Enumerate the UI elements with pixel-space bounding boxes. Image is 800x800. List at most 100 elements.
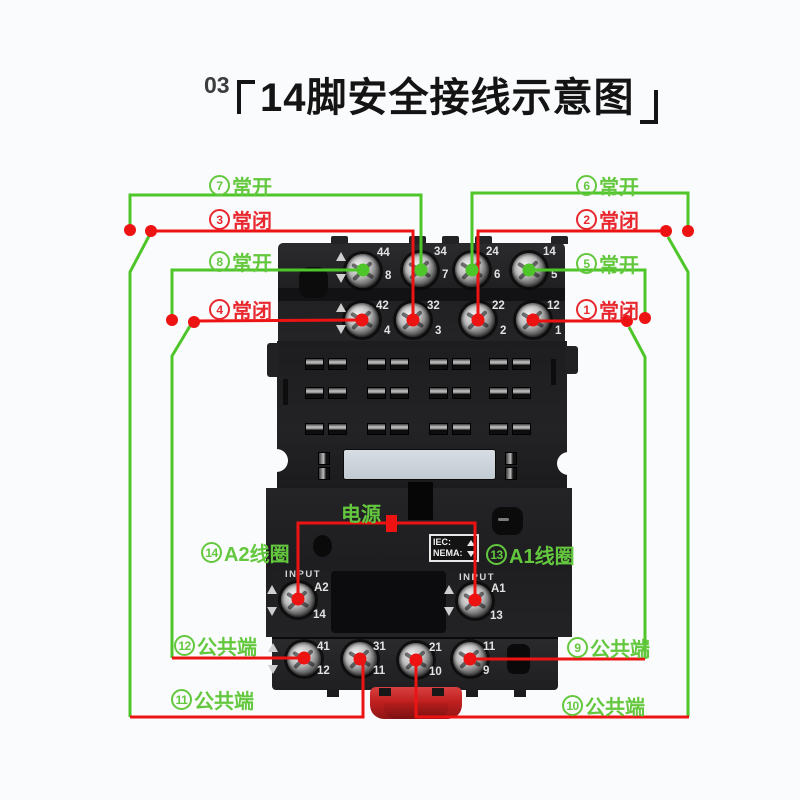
terminal-12-1: 12 1 [516,300,561,337]
arrow-up-icon [267,585,277,594]
terminal-24-6: 24 6 [455,246,500,287]
foot-tab [466,690,478,697]
terminal-11-9: 11 9 [453,641,495,677]
callout-text: 公共端 [197,637,257,659]
terminal-number: 11 [483,641,496,653]
wire-no5-common [627,326,647,659]
pin-slot-pair [489,358,531,370]
terminal-32-3: 32 3 [396,300,441,337]
terminal-a1: A1 13 [458,583,506,622]
contact-dot [188,316,200,328]
callout-text: 常开 [232,177,272,199]
callout-text: 常闭 [599,211,639,233]
terminal-number: 12 [317,665,330,677]
callout-com9: 9 公共端 [567,633,650,662]
contact-dot [145,225,157,237]
socket-hole [507,644,530,674]
nema-label: NEMA: [433,548,463,558]
terminal-21-10: 21 10 [399,642,442,678]
arrow-up-icon [268,643,278,652]
callout-com12: 12 公共端 [174,631,257,660]
terminal-number: 42 [376,300,389,312]
socket-mid-block [267,341,578,488]
socket-slot [408,482,433,520]
contact-dot [124,224,136,236]
callout-text: 公共端 [585,697,645,719]
screw-icon [346,254,380,288]
pin-slot-pair [367,423,409,435]
circled-number: 11 [171,689,192,710]
terminal-42-4: 42 4 [345,300,390,337]
iec-label: IEC: [433,537,451,547]
callout-no5: 5 常开 [576,249,639,278]
terminal-number: 11 [373,665,386,677]
callout-text: A1线圈 [509,546,575,568]
pin-slot-pair [429,387,471,399]
terminal-number: A1 [491,583,506,595]
circled-number: 1 [576,299,597,320]
terminal-41-12: 41 12 [287,641,330,677]
circled-number: 9 [567,637,588,658]
pin-slot-pair [367,358,409,370]
arrow-up-icon [336,303,346,312]
circled-number: 3 [209,209,230,230]
foot-tab [514,690,526,697]
contact-dot [166,314,178,326]
circled-number: 6 [576,175,597,196]
terminal-number: 32 [427,300,440,312]
arrow-down-icon [268,665,278,674]
callout-text: 电源 [341,504,381,526]
callout-text: 常闭 [232,301,272,323]
arrow-up-icon [444,585,454,594]
terminal-number: 21 [429,642,442,654]
contact-dot [660,225,672,237]
terminal-number: 41 [317,641,330,653]
terminal-14-5: 14 5 [512,246,557,287]
terminal-number: 1 [555,325,562,337]
terminal-number: 22 [492,300,505,312]
terminal-number: 9 [483,665,490,677]
contact-dot [639,312,651,324]
page-title: 14脚安全接线示意图 [237,74,658,124]
pin-slot-pair [489,387,531,399]
socket-hole [492,507,523,535]
screw-icon [403,253,437,287]
circled-number: 4 [209,299,230,320]
callout-text: 常开 [599,255,639,277]
callout-text: 常闭 [232,211,272,233]
circled-number: 2 [576,209,597,230]
callout-text: 常开 [599,177,639,199]
arrow-down-icon [267,607,277,616]
callout-coil13: 13 A1线圈 [486,540,575,569]
circled-number: 7 [209,175,230,196]
pin-slot-pair [305,423,347,435]
callout-com10: 10 公共端 [562,691,645,720]
callout-nc3: 3 常闭 [209,205,272,234]
pin-slot-pair [429,358,471,370]
release-clip [370,687,462,719]
socket-recess [331,571,446,633]
screw-icon [287,642,321,676]
certification-box: IEC: NEMA: [429,534,479,562]
terminal-number: 7 [442,269,449,281]
socket-hole [299,267,328,298]
contact-dot [682,225,694,237]
screw-icon [345,303,379,337]
terminal-34-7: 34 7 [403,246,448,287]
terminal-number: 13 [490,610,503,622]
screw-icon [461,303,495,337]
terminal-a2: A2 14 [281,582,329,621]
callout-coil14: 14 A2线圈 [201,538,290,567]
pin-slot [505,467,517,480]
terminal-number: 24 [486,246,499,258]
terminal-number: 14 [313,609,326,621]
callout-text: A2线圈 [224,544,290,566]
callout-text: 常开 [232,253,272,275]
arrow-down-icon [336,325,346,334]
terminal-number: 8 [385,270,392,282]
side-slit [551,359,556,385]
side-notch [269,449,288,472]
terminal-number: 10 [429,666,442,678]
pin-slot-pair [429,423,471,435]
terminal-number: 14 [543,246,556,258]
